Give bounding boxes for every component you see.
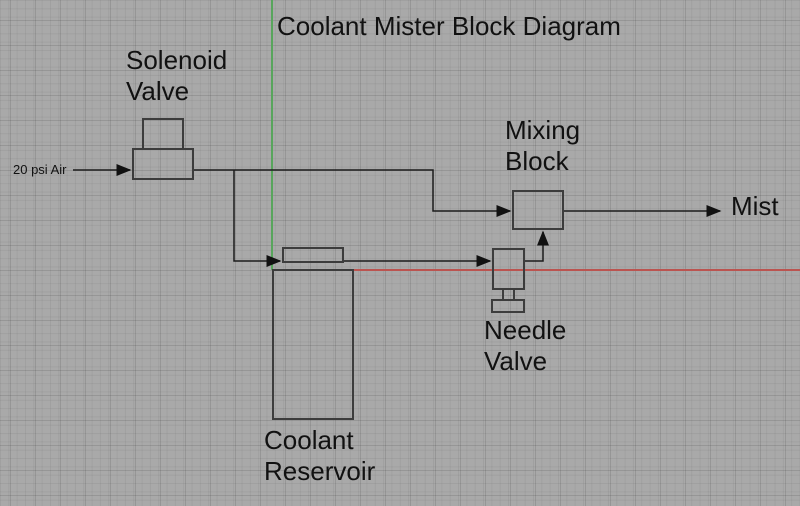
mixing-block-label[interactable]: Mixing Block: [505, 115, 581, 176]
coolant-reservoir[interactable]: [272, 269, 354, 420]
solenoid-branch-to-reservoir-line[interactable]: [233, 170, 282, 267]
needle-valve-label[interactable]: Needle Valve: [484, 315, 567, 376]
solenoid-valve-label[interactable]: Solenoid Valve: [126, 45, 228, 106]
needle-valve-handle[interactable]: [491, 299, 525, 313]
solenoid-to-mixing-line[interactable]: [193, 169, 512, 217]
needle-to-mixing-line[interactable]: [524, 230, 549, 262]
reservoir-cap[interactable]: [282, 247, 344, 263]
needle-valve-stem[interactable]: [502, 288, 515, 301]
mixing-block[interactable]: [512, 190, 564, 230]
solenoid-valve-body[interactable]: [132, 148, 194, 180]
solenoid-valve-coil[interactable]: [142, 118, 184, 150]
coolant-reservoir-label[interactable]: Coolant Reservoir: [264, 425, 376, 486]
air-inlet-label[interactable]: 20 psi Air: [13, 162, 67, 177]
mist-label[interactable]: Mist: [731, 191, 779, 221]
diagram-title[interactable]: Coolant Mister Block Diagram: [277, 11, 621, 41]
